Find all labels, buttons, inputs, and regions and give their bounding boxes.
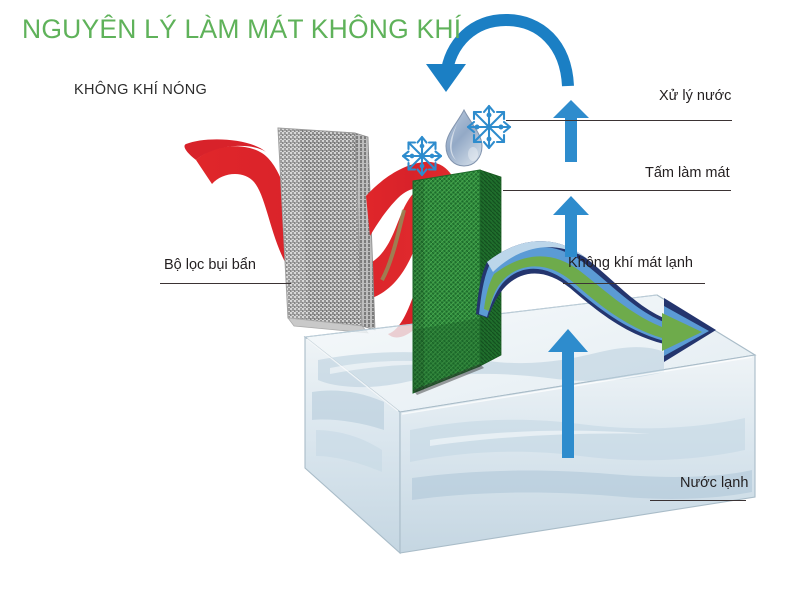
dust-filter-panel bbox=[277, 127, 376, 334]
hot-air-ribbon bbox=[184, 139, 448, 303]
callout-line-cooling-pad bbox=[503, 190, 731, 191]
snowflake-icon-right bbox=[466, 104, 512, 150]
cooling-pad-panel bbox=[412, 169, 502, 395]
callout-line-cold-water bbox=[650, 500, 746, 501]
upward-arrow-top bbox=[553, 100, 589, 162]
callout-line-dust-filter bbox=[160, 283, 291, 284]
label-cool-air: Không khí mát lạnh bbox=[568, 255, 693, 271]
curved-down-arrow bbox=[426, 13, 574, 92]
upward-arrow-bottom bbox=[548, 329, 588, 458]
label-cooling-pad: Tấm làm mát bbox=[645, 165, 730, 181]
callout-line-water-treatment bbox=[506, 120, 732, 121]
callout-line-cool-air bbox=[563, 283, 705, 284]
label-dust-filter: Bộ lọc bụi bẩn bbox=[164, 257, 256, 273]
label-hot-air: KHÔNG KHÍ NÓNG bbox=[74, 82, 208, 98]
label-cold-water: Nước lạnh bbox=[680, 475, 749, 491]
diagram-title: NGUYÊN LÝ LÀM MÁT KHÔNG KHÍ bbox=[22, 14, 462, 44]
cool-air-ribbon bbox=[476, 241, 716, 362]
label-water-treatment: Xử lý nước bbox=[659, 88, 732, 104]
snowflake-icon-left bbox=[401, 135, 443, 177]
upward-arrow-middle bbox=[553, 196, 589, 257]
